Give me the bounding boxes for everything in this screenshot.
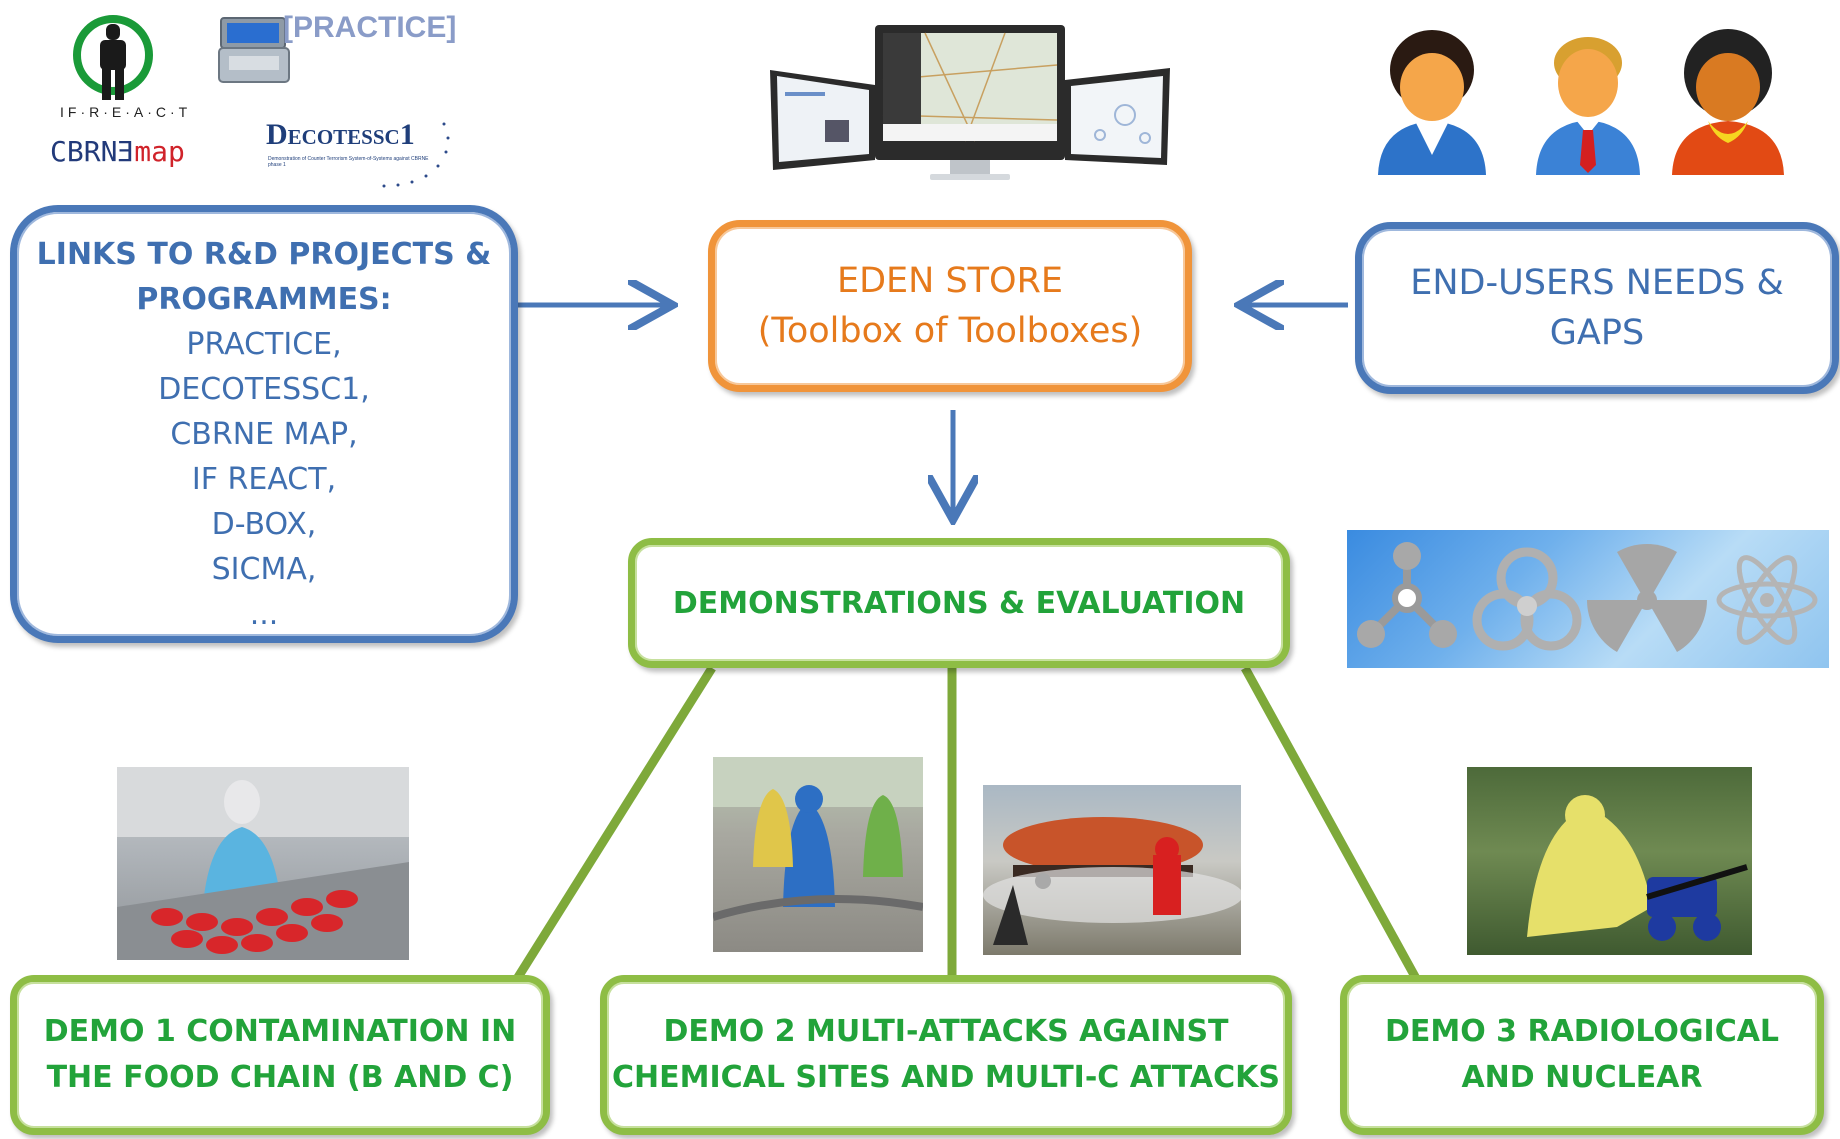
- ifreact-logo-text: IF·R·E·A·C·T: [60, 104, 192, 120]
- decotessc-stars-icon: [382, 122, 450, 188]
- links-item-more: ...: [249, 597, 279, 632]
- links-box: LINKS TO R&D PROJECTS & PROGRAMMES: PRAC…: [10, 205, 518, 643]
- cbrnemap-logo-map: map: [134, 135, 185, 168]
- eden-store-title: EDEN STORE: [836, 261, 1064, 301]
- ifreact-logo: IF·R·E·A·C·T: [60, 10, 190, 120]
- chemical-suits-photo: [713, 757, 923, 952]
- practice-logo: [PRACTICE]: [215, 5, 475, 90]
- radiological-photo: [1467, 767, 1752, 955]
- demo3-box: DEMO 3 RADIOLOGICAL AND NUCLEAR: [1340, 975, 1824, 1135]
- cbrnemap-logo-cbrn: CBRN: [50, 135, 118, 168]
- biohazard-icon: [1472, 547, 1582, 651]
- chemical-icon: [1357, 542, 1457, 648]
- links-heading-line1: LINKS TO R&D PROJECTS &: [36, 237, 492, 272]
- demonstrations-title: DEMONSTRATIONS & EVALUATION: [672, 585, 1246, 621]
- monitor-icon: [765, 20, 1175, 190]
- decotessc-logo-text: Decotessc1: [266, 118, 415, 151]
- needs-line2: GAPS: [1549, 313, 1645, 353]
- demonstrations-box: DEMONSTRATIONS & EVALUATION: [628, 538, 1290, 668]
- links-item-if-react: IF REACT,: [191, 462, 337, 497]
- atom-icon: [1716, 555, 1818, 645]
- eden-store-box: EDEN STORE (Toolbox of Toolboxes): [708, 220, 1192, 392]
- cbrnemap-logo-e: E: [117, 135, 135, 168]
- food-chain-photo: [117, 767, 409, 960]
- eden-store-subtitle: (Toolbox of Toolboxes): [757, 311, 1143, 351]
- demo1-line2: THE FOOD CHAIN (B AND C): [46, 1060, 514, 1095]
- demo1-line1: DEMO 1 CONTAMINATION IN: [43, 1014, 517, 1049]
- decotessc-logo: Decotessc1 Demonstration of Counter Terr…: [262, 112, 482, 188]
- cbrn-icons-banner: [1347, 530, 1829, 668]
- needs-line1: END-USERS NEEDS &: [1410, 263, 1784, 303]
- user-icon: [1378, 29, 1784, 175]
- demo2-line2: CHEMICAL SITES AND MULTI-C ATTACKS: [611, 1060, 1281, 1095]
- links-heading-line2: PROGRAMMES:: [136, 282, 392, 317]
- demo3-line2: AND NUCLEAR: [1461, 1060, 1703, 1095]
- connector-demo1: [511, 665, 716, 985]
- demo2-line1: DEMO 2 MULTI-ATTACKS AGAINST: [663, 1014, 1229, 1049]
- links-item-practice: PRACTICE,: [186, 327, 342, 362]
- demo1-box: DEMO 1 CONTAMINATION IN THE FOOD CHAIN (…: [10, 975, 550, 1135]
- links-item-sicma: SICMA,: [211, 552, 317, 587]
- practice-logo-text: [PRACTICE]: [283, 11, 457, 44]
- links-item-decotessc1: DECOTESSC1,: [158, 372, 370, 407]
- end-users-needs-box: END-USERS NEEDS & GAPS: [1355, 222, 1839, 394]
- demo3-line1: DEMO 3 RADIOLOGICAL: [1384, 1014, 1780, 1049]
- radiation-icon: [1587, 543, 1707, 652]
- decotessc-logo-subtitle: Demonstration of Counter Terrorism Syste…: [268, 156, 429, 168]
- links-item-d-box: D-BOX,: [211, 507, 317, 542]
- links-item-cbrne-map: CBRNE MAP,: [170, 417, 358, 452]
- connector-demo3: [1241, 665, 1422, 985]
- demo2-box: DEMO 2 MULTI-ATTACKS AGAINST CHEMICAL SI…: [600, 975, 1292, 1135]
- tank-wagon-photo: [983, 785, 1241, 955]
- cbrnemap-logo: CBRNEmap: [50, 135, 250, 175]
- end-users-group: [1370, 25, 1790, 180]
